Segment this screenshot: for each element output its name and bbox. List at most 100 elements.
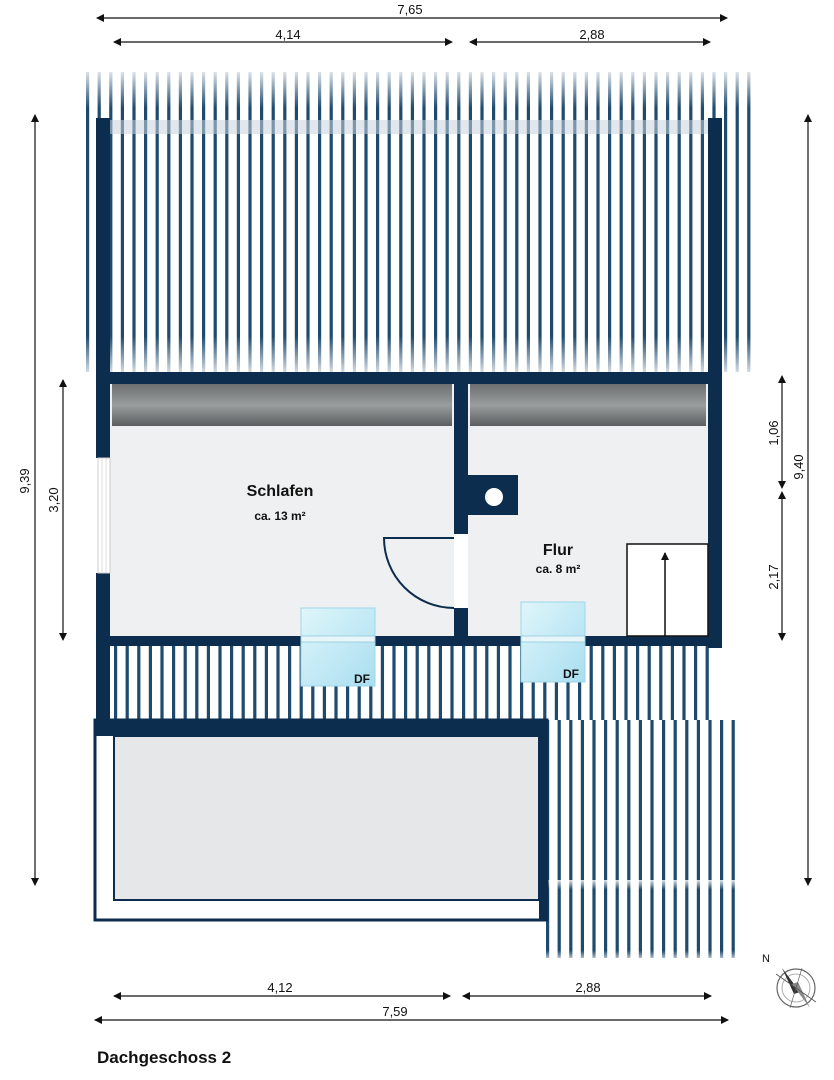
floor-title: Dachgeschoss 2 (97, 1048, 232, 1067)
roof-stripe (601, 646, 605, 720)
roof-stripe (125, 646, 129, 720)
roof-stripe (578, 646, 582, 720)
dim-label-right-upper: 1,06 (766, 420, 781, 445)
room-name-schlafen: Schlafen (247, 483, 314, 500)
roof-stripe (520, 646, 524, 720)
roof-stripe (554, 646, 558, 720)
dim-label-bottom-total: 7,59 (382, 1004, 407, 1019)
roof-stripe (708, 720, 712, 958)
roof-stripe (647, 646, 651, 720)
dim-label-top-total: 7,65 (397, 2, 422, 17)
roof-stripe (624, 646, 628, 720)
roof-stripe (589, 646, 593, 720)
roof-stripe (612, 646, 616, 720)
roof-highlight (110, 120, 710, 134)
roof-stripe (264, 646, 268, 720)
roof-stripe (485, 646, 489, 720)
roof-stripe (670, 646, 674, 720)
roof-stripe (218, 646, 222, 720)
roof-stripe (427, 646, 431, 720)
roof-stripe (114, 646, 118, 720)
roof-stripe (183, 646, 187, 720)
roof-stripe (720, 720, 724, 958)
roof-stripe (662, 720, 666, 958)
roof-stripe (592, 720, 596, 958)
roof-stripe (638, 720, 642, 958)
room-name-flur: Flur (543, 542, 573, 559)
roof-stripe (569, 720, 573, 958)
roof-stripe (659, 646, 663, 720)
roof-stripe (673, 720, 677, 958)
dim-label-right-lower: 2,17 (766, 564, 781, 589)
roof-stripe (462, 646, 466, 720)
dim-label-bottom-right: 2,88 (575, 980, 600, 995)
partition-wall-upper (454, 372, 468, 534)
chimney-flue-icon (485, 488, 503, 506)
left-outer-wall (96, 118, 110, 458)
roof-stripe (438, 646, 442, 720)
roof-stripe (508, 646, 512, 720)
roof-stripe (694, 646, 698, 720)
door-swing (382, 537, 455, 609)
roof-top-fade (82, 72, 752, 372)
roof-stripe (705, 646, 709, 720)
roof-area-bottom-right (546, 720, 735, 958)
roof-stripe (496, 646, 500, 720)
side-window (97, 457, 111, 574)
roof-stripe (531, 646, 535, 720)
balcony-floor (113, 735, 540, 901)
dim-label-bottom-left: 4,12 (267, 980, 292, 995)
compass-icon (775, 967, 817, 1009)
balcony-wall-right (539, 720, 547, 920)
stairs (626, 543, 709, 637)
beam-right (470, 384, 706, 426)
roof-stripe (148, 646, 152, 720)
dim-label-left-total: 9,39 (17, 468, 32, 493)
roof-stripe (137, 646, 141, 720)
roof-stripe (557, 720, 561, 958)
roof-area-middle (114, 646, 709, 720)
roof-stripe (253, 646, 257, 720)
room-area-schlafen: ca. 13 m² (254, 509, 305, 523)
roof-stripe (172, 646, 176, 720)
roof-stripe (604, 720, 608, 958)
window-label-right: DF (563, 667, 579, 681)
roof-stripe (380, 646, 384, 720)
roof-stripe (731, 720, 735, 958)
roof-stripe (415, 646, 419, 720)
roof-stripe (685, 720, 689, 958)
skylight-left (300, 607, 376, 687)
dim-label-left-room: 3,20 (46, 487, 61, 512)
balcony-wall-top (95, 720, 547, 736)
roof-stripe (195, 646, 199, 720)
roof-bottom-right-fade (540, 880, 745, 960)
roof-stripe (566, 646, 570, 720)
roof-stripe (473, 646, 477, 720)
beam-left (112, 384, 452, 426)
roof-stripe (696, 720, 700, 958)
roof-stripe (160, 646, 164, 720)
roof-stripe (230, 646, 234, 720)
room-area-flur: ca. 8 m² (536, 562, 581, 576)
roof-stripe (650, 720, 654, 958)
roof-stripe (682, 646, 686, 720)
roof-stripe (636, 646, 640, 720)
roof-stripe (276, 646, 280, 720)
left-outer-wall-lower (96, 573, 110, 723)
top-room-wall (96, 372, 722, 384)
roof-stripe (580, 720, 584, 958)
roof-stripe (615, 720, 619, 958)
bottom-room-wall (96, 636, 722, 646)
roof-stripe (288, 646, 292, 720)
dim-label-top-right: 2,88 (579, 27, 604, 42)
roof-stripe (392, 646, 396, 720)
roof-stripe (627, 720, 631, 958)
partition-wall-lower (454, 608, 468, 646)
roof-stripe (450, 646, 454, 720)
roof-stripe (543, 646, 547, 720)
compass-label: N (762, 953, 770, 965)
roof-stripe (404, 646, 408, 720)
dim-label-top-left: 4,14 (275, 27, 300, 42)
roof-stripe (241, 646, 245, 720)
